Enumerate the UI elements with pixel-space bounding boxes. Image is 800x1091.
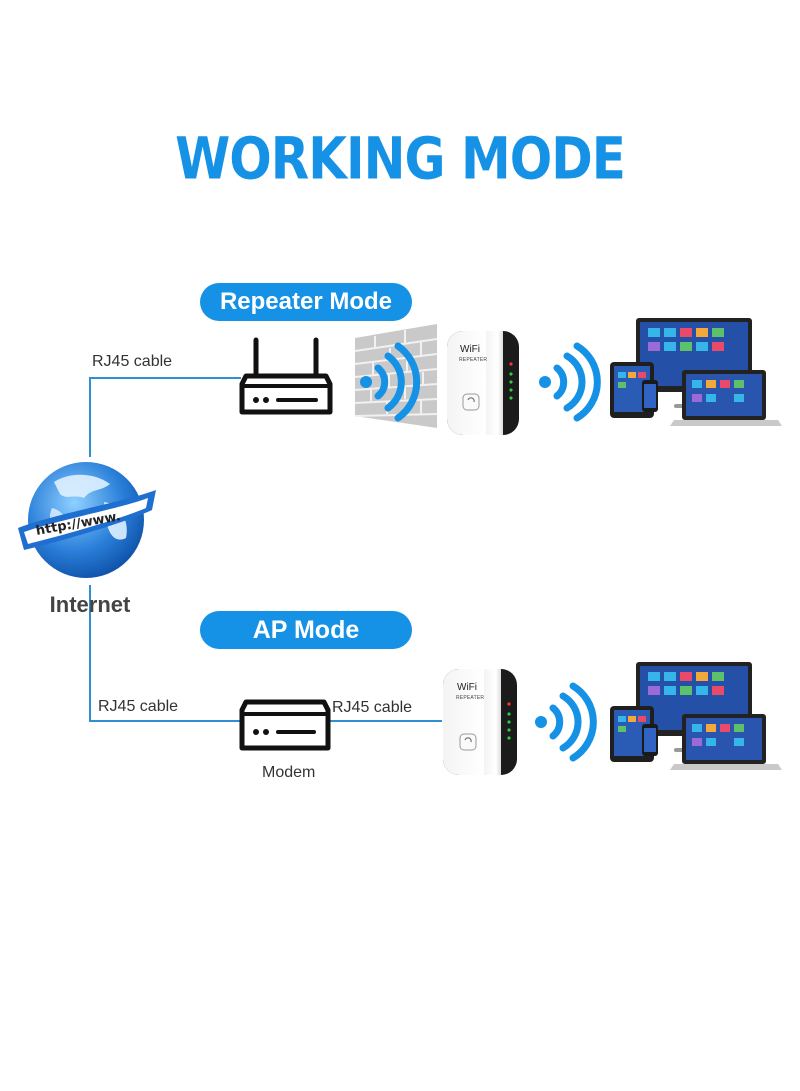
internet-trunk-line-bottom [89,585,91,722]
repeater-rj45-label: RJ45 cable [92,353,173,370]
ap-repeater-brand-text: WiFi [457,682,477,693]
brick-wall-icon [354,324,438,428]
wifi-repeater-icon [443,669,517,775]
globe-icon [18,462,156,578]
devices-icon [610,662,782,770]
devices-icon [610,318,782,426]
internet-label: Internet [49,592,131,617]
router-icon [239,337,333,415]
ap-rj45-label-right: RJ45 cable [332,699,413,716]
repeater-brand-text: WiFi [460,344,480,355]
wifi-signal-icon [360,342,421,422]
ap-repeater-caption-text: REPEATER [456,695,485,701]
internet-trunk-line-top [89,377,91,457]
wifi-repeater-device: WiFi REPEATER [442,668,518,776]
ap-rj45-label-left: RJ45 cable [98,698,179,715]
wifi-repeater-device: WiFi REPEATER [446,330,520,436]
wifi-signal-icon [539,342,601,422]
ap-mode-badge: AP Mode [200,611,412,649]
page-title: WORKING MODE [175,125,626,193]
repeater-cable-line [89,377,241,379]
modem-label: Modem [262,764,316,781]
wifi-repeater-icon [447,331,519,435]
ap-cable-line-left [89,720,242,722]
ap-cable-line-right [328,720,442,722]
modem-icon [239,699,331,751]
repeater-caption-text: REPEATER [459,357,488,363]
wifi-signal-icon [535,682,597,762]
repeater-mode-badge: Repeater Mode [200,283,412,321]
